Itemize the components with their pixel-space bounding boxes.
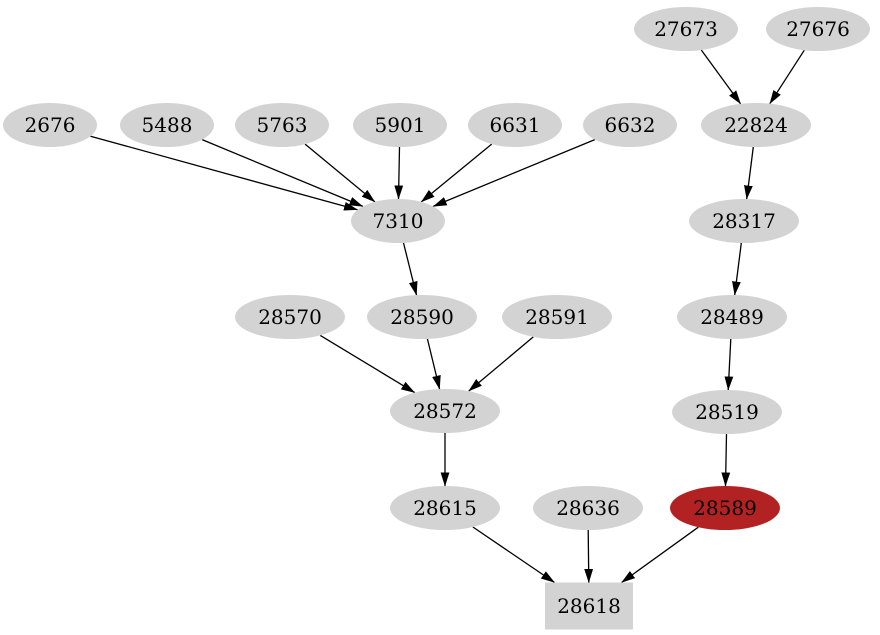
node-label: 28615	[413, 496, 477, 520]
edge-5901-7310	[394, 146, 404, 200]
graph-node-28519: 28519	[672, 390, 782, 434]
node-label: 5763	[257, 113, 308, 137]
node-shape-ellipse	[533, 486, 643, 530]
node-label: 28590	[390, 305, 454, 329]
node-label: 27673	[654, 17, 718, 41]
node-shape-ellipse	[701, 103, 811, 147]
node-shape-ellipse	[235, 103, 329, 147]
graph-node-28572: 28572	[390, 389, 500, 433]
graph-node-28589: 28589	[670, 486, 780, 530]
graph-node-28317: 28317	[689, 199, 799, 243]
node-label: 28519	[695, 400, 759, 424]
graph-node-27673: 27673	[634, 7, 738, 51]
node-label: 28317	[712, 209, 776, 233]
node-shape-ellipse	[120, 103, 214, 147]
graph-node-28570: 28570	[235, 295, 345, 339]
node-label: 28618	[557, 594, 621, 618]
node-shape-ellipse	[235, 295, 345, 339]
node-label: 5488	[142, 113, 193, 137]
node-label: 28636	[556, 496, 620, 520]
graph-node-22824: 22824	[701, 103, 811, 147]
edge-28519-28589	[721, 433, 731, 487]
node-shape-ellipse	[766, 7, 870, 51]
edge-5488-7310	[201, 138, 364, 208]
node-label: 5901	[375, 113, 426, 137]
graph-node-28590: 28590	[367, 295, 477, 339]
edge-27676-22824	[769, 49, 805, 105]
node-shape-ellipse	[390, 389, 500, 433]
node-shape-ellipse	[670, 486, 780, 530]
graph-node-7310: 7310	[351, 199, 445, 243]
edge-28317-28489	[732, 242, 742, 296]
graph-node-28618: 28618	[545, 582, 633, 630]
graph-node-2676: 2676	[3, 103, 97, 147]
node-shape-rect	[545, 582, 633, 630]
graph-node-5901: 5901	[353, 103, 447, 147]
graph-node-6632: 6632	[583, 103, 677, 147]
edges-layer	[90, 49, 805, 584]
graph-node-5763: 5763	[235, 103, 329, 147]
graph-node-28636: 28636	[533, 486, 643, 530]
node-shape-ellipse	[351, 199, 445, 243]
nodes-layer: 27673 27676 2676 5488 5763 5901 6631 6632 22824 7…	[3, 7, 870, 630]
graph-node-28615: 28615	[390, 486, 500, 530]
node-shape-ellipse	[634, 7, 738, 51]
edge-2676-7310	[90, 135, 358, 211]
node-label: 27676	[786, 17, 850, 41]
graph-node-28489: 28489	[677, 295, 787, 339]
edge-6632-7310	[432, 138, 596, 208]
node-shape-ellipse	[3, 103, 97, 147]
node-label: 28589	[693, 496, 757, 520]
edge-28489-28519	[724, 338, 734, 391]
graph-node-28591: 28591	[502, 295, 612, 339]
node-shape-ellipse	[353, 103, 447, 147]
edge-28591-28572	[468, 336, 534, 392]
node-shape-ellipse	[583, 103, 677, 147]
node-shape-ellipse	[502, 295, 612, 339]
edge-28615-28618	[472, 526, 555, 584]
edge-27673-22824	[700, 49, 742, 105]
node-label: 6631	[490, 113, 541, 137]
node-label: 28572	[413, 399, 477, 423]
node-shape-ellipse	[689, 199, 799, 243]
node-label: 22824	[724, 113, 788, 137]
node-shape-ellipse	[367, 295, 477, 339]
node-label: 7310	[373, 209, 424, 233]
edge-28570-28572	[319, 334, 416, 394]
edge-22824-28317	[744, 146, 754, 200]
node-label: 28570	[258, 305, 322, 329]
edge-6631-7310	[420, 143, 493, 203]
edge-28636-28618	[584, 529, 594, 583]
node-label: 6632	[605, 113, 656, 137]
node-label: 2676	[25, 113, 76, 137]
graph-node-27676: 27676	[766, 7, 870, 51]
graph-node-6631: 6631	[468, 103, 562, 147]
edge-5763-7310	[304, 143, 376, 203]
node-label: 28489	[700, 305, 764, 329]
graph-node-5488: 5488	[120, 103, 214, 147]
edge-28590-28572	[426, 338, 441, 390]
node-label: 28591	[525, 305, 589, 329]
node-shape-ellipse	[672, 390, 782, 434]
edge-7310-28590	[402, 242, 418, 296]
node-shape-ellipse	[468, 103, 562, 147]
edge-28589-28618	[621, 526, 699, 584]
node-shape-ellipse	[390, 486, 500, 530]
node-shape-ellipse	[677, 295, 787, 339]
